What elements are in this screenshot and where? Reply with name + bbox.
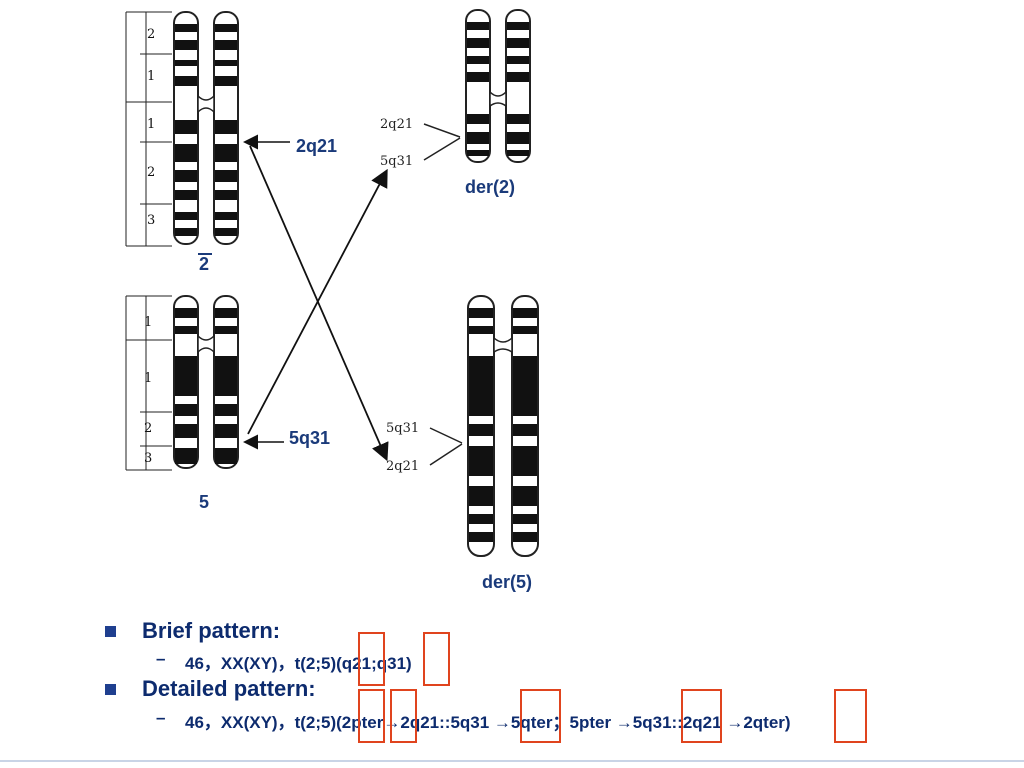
der2-chromosome — [465, 9, 531, 163]
highlight-box — [390, 689, 417, 743]
chr5-band-ruler — [125, 295, 172, 471]
chr2-band-num: 1 — [147, 69, 155, 84]
der5-chromosome — [467, 295, 539, 557]
chr2-band-num: 3 — [147, 213, 155, 228]
brief-heading: Brief pattern: — [142, 618, 281, 643]
der5-tag-2q21: 2q21 — [386, 459, 419, 474]
dash-brief: – — [156, 649, 166, 668]
highlight-box — [358, 632, 385, 686]
der5-tag-5q31: 5q31 — [386, 421, 419, 436]
chr5-band-num: 2 — [144, 421, 152, 436]
highlight-box — [423, 632, 450, 686]
dash-detailed: – — [156, 708, 166, 727]
highlight-box — [358, 689, 385, 743]
der2-tag-2q21: 2q21 — [380, 117, 413, 132]
chr5-band-num: 3 — [144, 451, 152, 466]
chr5-band-num: 1 — [144, 371, 152, 386]
der5-label: der(5) — [482, 572, 532, 592]
bullet-detailed — [105, 684, 116, 695]
chr5-band-num: 1 — [144, 315, 152, 330]
chr2-band-num: 1 — [147, 117, 155, 132]
footer-divider — [0, 760, 1024, 762]
highlight-box — [681, 689, 722, 743]
chr2-band-num: 2 — [147, 27, 155, 42]
detailed-heading: Detailed pattern: — [142, 676, 316, 701]
chromosome-2 — [173, 11, 239, 245]
chr2-band-num: 2 — [147, 165, 155, 180]
der2-label: der(2) — [465, 177, 515, 197]
der2-tag-5q31: 5q31 — [380, 154, 413, 169]
detailed-detail: 46，XX(XY)，t(2;5)(2pter→2q21::5q31 →5qter… — [185, 713, 791, 732]
highlight-box — [834, 689, 867, 743]
translocation-diagram: 2 1 1 2 3 2 1 1 2 3 — [125, 9, 539, 592]
bullet-brief — [105, 626, 116, 637]
chr2-label: 2 — [199, 254, 209, 274]
chromosome-5 — [173, 295, 239, 469]
brief-detail: 46，XX(XY)，t(2;5)(q21;q31) — [185, 654, 412, 673]
chr5-label: 5 — [199, 492, 209, 512]
chr2-band-ruler — [125, 11, 172, 247]
highlight-box — [520, 689, 561, 743]
breakpoint-2q21-label: 2q21 — [296, 136, 337, 156]
arrow-5q31-to-der2 — [247, 168, 388, 435]
breakpoint-5q31-label: 5q31 — [289, 428, 330, 448]
